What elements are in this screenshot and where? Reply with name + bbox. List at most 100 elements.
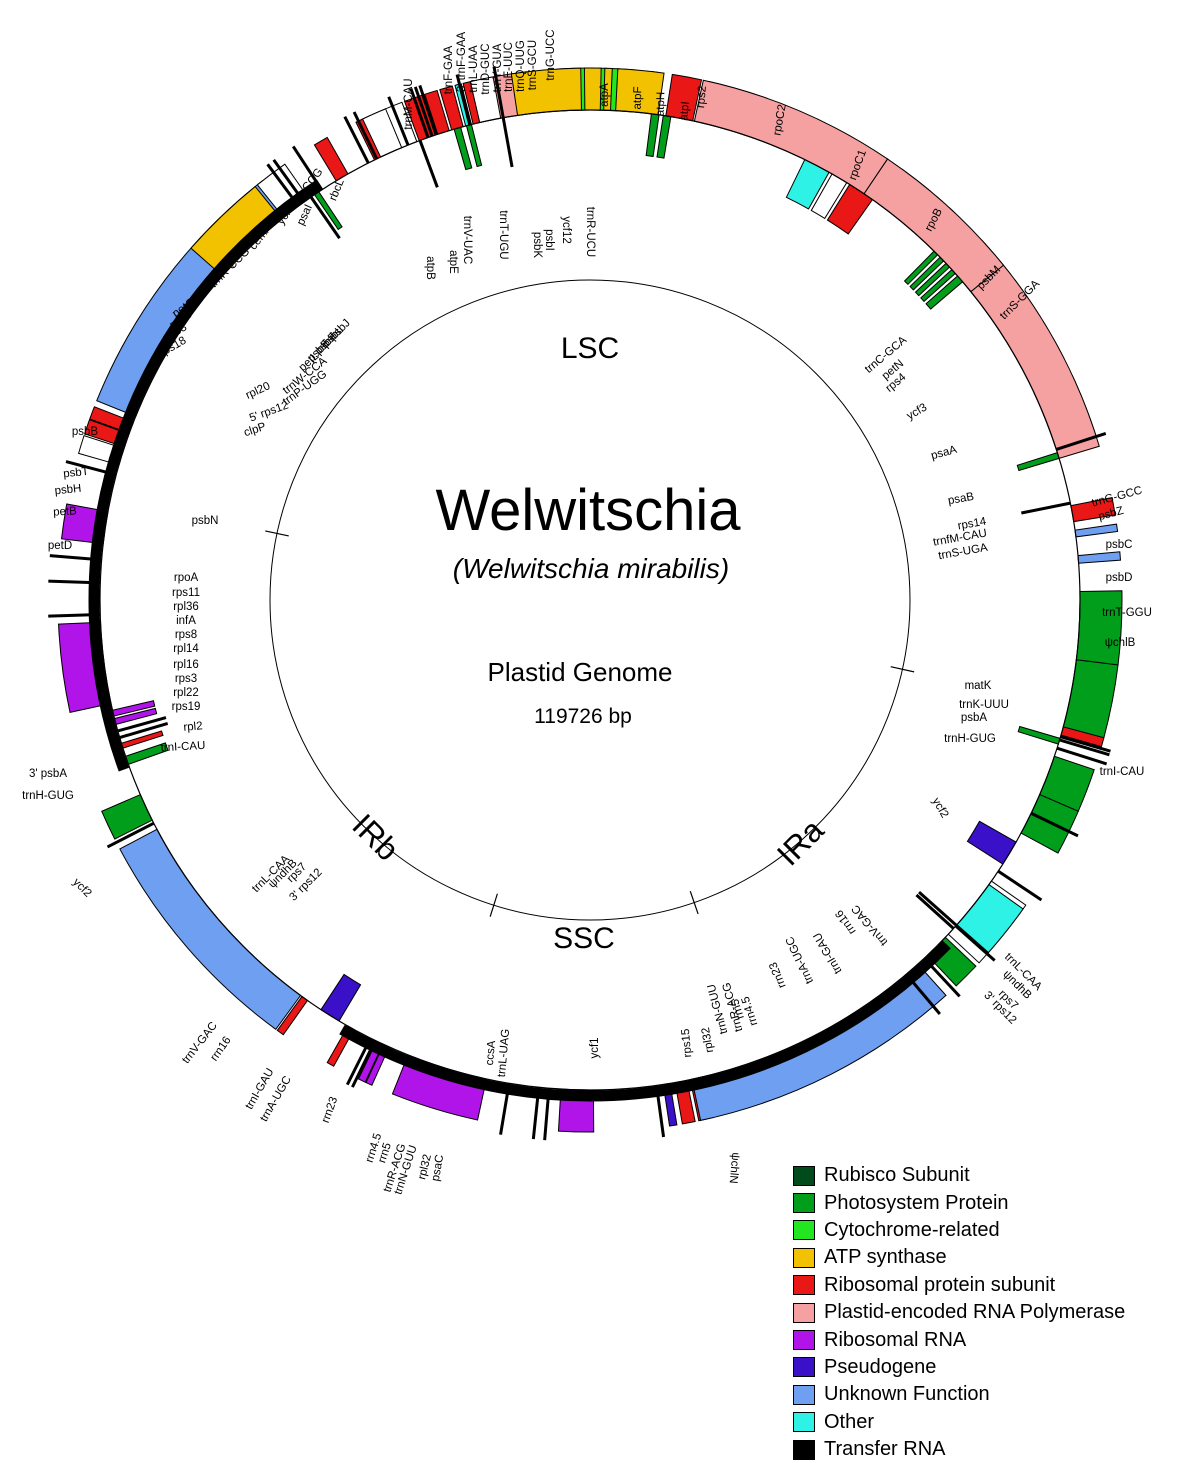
gene-block-psaA bbox=[1075, 590, 1123, 666]
trna-tick-trnL-CAA-a bbox=[655, 1085, 666, 1138]
gene-label: rps15 bbox=[680, 1028, 694, 1058]
trna-tick-trnR-ACG-b bbox=[117, 716, 167, 733]
gene-block-psbZ bbox=[1017, 725, 1061, 745]
legend-item-unknown: Unknown Function bbox=[793, 1381, 1193, 1408]
gene-label: trnK-UUU bbox=[959, 699, 1009, 711]
gene-label: ycf1 bbox=[589, 1037, 601, 1058]
trna-tick-trnH-GUG bbox=[923, 957, 961, 998]
trna-tick-trnV-GAC-a bbox=[543, 1088, 551, 1141]
gene-label: rpl2 bbox=[183, 720, 203, 734]
legend-swatch bbox=[793, 1302, 815, 1323]
gene-label: psbB bbox=[72, 426, 99, 438]
trna-tick-trnI-CAU-b bbox=[291, 145, 323, 191]
gene-block-ccsA bbox=[101, 793, 153, 840]
gene-label: rps14 bbox=[957, 516, 988, 533]
legend-item-rubisco: Rubisco Subunit bbox=[793, 1162, 1193, 1189]
gene-label: ψchlN bbox=[727, 1152, 742, 1184]
gene-label: psbH bbox=[54, 483, 82, 498]
legend-item-other: Other bbox=[793, 1409, 1193, 1436]
legend-label: Ribosomal protein subunit bbox=[824, 1273, 1056, 1296]
trna-tick-trnV-GAC-b bbox=[49, 554, 102, 562]
gene-label: rps11 bbox=[172, 587, 200, 599]
gene-label: 3' trnF-GAA bbox=[456, 32, 468, 93]
legend-swatch bbox=[793, 1384, 815, 1405]
trna-tick-trnfM-CAU bbox=[1059, 738, 1110, 757]
gene-label: rpl14 bbox=[173, 643, 199, 655]
trna-tick-trnQ-UUG bbox=[418, 84, 438, 136]
gene-label: trnQ-UUG bbox=[515, 40, 527, 92]
gene-label: trnI-CAU bbox=[160, 740, 205, 754]
gene-label: rrn23 bbox=[320, 1095, 340, 1124]
gene-label: rrn16 bbox=[208, 1035, 233, 1064]
gene-label: psbD bbox=[1106, 572, 1133, 584]
legend-item-atp: ATP synthase bbox=[793, 1244, 1193, 1271]
gene-block-ycf1 bbox=[119, 828, 302, 1030]
gene-label: trnE-UUC bbox=[503, 42, 515, 92]
gene-label: rrn23 bbox=[767, 960, 788, 989]
genome-outer-circle bbox=[99, 109, 1081, 1091]
trna-tick-trnR-CCG bbox=[1030, 811, 1079, 838]
trna-tick-trnV-UAC bbox=[309, 196, 341, 240]
trna-tick-trnL-CAA-b bbox=[65, 460, 117, 477]
gene-label: matK bbox=[965, 680, 992, 692]
gene-label: trnG-UCC bbox=[545, 29, 557, 80]
trna-tick-trnM-CAU bbox=[272, 158, 306, 203]
region-boundary-irb-lsc bbox=[265, 530, 289, 537]
gene-label: trnH-GUG bbox=[22, 790, 74, 802]
gene-label: trnY-GUA bbox=[492, 43, 504, 92]
gene-label: trnD-GUC bbox=[480, 43, 492, 94]
trna-ticks bbox=[48, 66, 1111, 1141]
gene-block-psbN bbox=[645, 113, 660, 158]
gene-label: psbC bbox=[1106, 539, 1133, 551]
gene-label: atpE bbox=[447, 250, 459, 274]
gene-label: psbA bbox=[961, 712, 988, 724]
trna-tick-trnY-GUA bbox=[409, 87, 430, 139]
gene-label: rpl32 bbox=[700, 1026, 716, 1053]
gene-label: trnH-GUG bbox=[944, 733, 996, 745]
gene-label: rpl20 bbox=[244, 380, 272, 402]
gene-block-psbT bbox=[656, 114, 672, 159]
gene-label: trnI-CAU bbox=[1100, 766, 1145, 778]
trna-tick-trnI-GAU-a bbox=[531, 1087, 541, 1140]
gene-label: psbI bbox=[543, 229, 555, 251]
genome-title: Welwitschia bbox=[435, 478, 741, 543]
legend-swatch bbox=[793, 1330, 815, 1351]
trna-tick-trnA-UGC-b bbox=[48, 613, 101, 618]
legend-label: Rubisco Subunit bbox=[824, 1164, 970, 1187]
gene-label: psbN bbox=[192, 515, 219, 527]
gene-label: rpl36 bbox=[173, 601, 199, 613]
legend-label: Transfer RNA bbox=[824, 1438, 946, 1461]
legend-label: Pseudogene bbox=[824, 1355, 937, 1378]
gene-label: rpoC2 bbox=[771, 104, 788, 137]
gene-label: atpF bbox=[632, 86, 645, 109]
gene-label: rpl22 bbox=[173, 687, 199, 699]
trna-tick-trnW-CCA bbox=[918, 891, 958, 927]
trna-tick-trnG-UCC bbox=[492, 66, 505, 119]
gene-label: clpP bbox=[243, 421, 268, 439]
trna-tick-trnP-UGG bbox=[915, 893, 955, 930]
gene-block-rpoB bbox=[970, 264, 1100, 459]
gene-label: trnL-UAA bbox=[468, 45, 480, 93]
gene-label: psbK bbox=[531, 232, 543, 259]
gene-label: trnT-UGU bbox=[497, 210, 509, 259]
gene-label: trnV-GAC bbox=[850, 902, 891, 947]
gene-label: trnA-UGC bbox=[784, 935, 816, 986]
trna-tick-trnT-UGU bbox=[418, 139, 439, 188]
gene-label: rpl16 bbox=[173, 659, 199, 671]
gene-label: atpH bbox=[655, 92, 668, 117]
region-label-lsc: LSC bbox=[561, 332, 619, 365]
legend-swatch bbox=[793, 1193, 815, 1214]
gene-label: trnS-GCU bbox=[527, 40, 539, 90]
gene-label: rps19 bbox=[172, 701, 201, 713]
gene-label: trnV-UAC bbox=[461, 216, 473, 265]
gene-label: petB bbox=[53, 505, 78, 518]
gene-label: rpoA bbox=[174, 572, 199, 584]
trna-tick-trnI-GAU-b bbox=[48, 579, 101, 585]
legend-swatch bbox=[793, 1247, 815, 1268]
gene-block-psaB bbox=[1062, 659, 1119, 739]
trna-tick-trnC-GCA bbox=[1021, 501, 1071, 515]
trna-tick-trnH-GUG-b bbox=[266, 163, 300, 208]
legend-swatch bbox=[793, 1220, 815, 1241]
trna-tick-trnL-UAG bbox=[106, 821, 155, 849]
trna-tick-trnI-CAU bbox=[905, 973, 941, 1015]
